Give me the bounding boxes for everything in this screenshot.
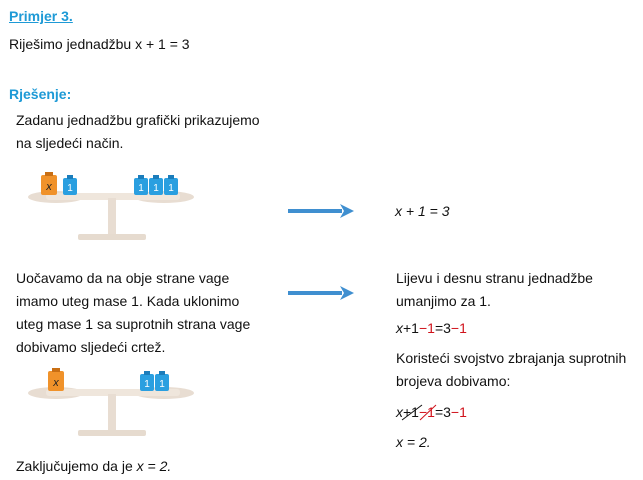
intro-paragraph: Zadanu jednadžbu grafički prikazujemo na… (16, 109, 260, 155)
equation-1: x + 1 = 3 (395, 203, 450, 219)
one-weight-icon: 1 (63, 175, 77, 195)
one-weight-icon: 1 (164, 175, 178, 195)
cancel-stroke-icon (419, 404, 437, 421)
task-equation: x + 1 = 3 (135, 36, 190, 52)
right-text-1: Lijevu i desnu stranu jednadžbe umanjimo… (396, 267, 593, 313)
solution-label: Rješenje: (9, 86, 72, 102)
one-weight-icon: 1 (140, 371, 154, 391)
right-line-3: Koristeći svojstvo zbrajanja suprotnih (396, 350, 627, 366)
scale-1-base (78, 234, 146, 240)
equation-3-cancelled: x+1 −1 =3−1 (396, 404, 467, 421)
scale-1-post (108, 198, 116, 236)
balance-scale-2: x 1 1 (28, 368, 194, 436)
arrow-right-icon (288, 204, 354, 218)
scale-1-weight-label: 1 (138, 183, 144, 194)
one-weight-icon: 1 (134, 175, 148, 195)
conclusion-equation: x = 2. (136, 458, 172, 474)
scale-1-weight-label: 1 (168, 183, 174, 194)
scale-1-weight-label: 1 (67, 183, 73, 194)
explain-line-1: Uočavamo da na obje strane vage (16, 270, 230, 286)
scale-2-base (78, 430, 146, 436)
x-weight-icon: x (48, 368, 64, 391)
scale-1-weight-label: x (45, 181, 52, 193)
explanation-paragraph: Uočavamo da na obje strane vage imamo ut… (16, 267, 250, 359)
one-weight-icon: 1 (149, 175, 163, 195)
scale-2-weight-label: 1 (144, 379, 150, 390)
right-line-2: umanjimo za 1. (396, 293, 491, 309)
explain-line-2: imamo uteg mase 1. Kada uklonimo (16, 293, 240, 309)
intro-line-2: na sljedeći način. (16, 135, 124, 151)
scale-2-weight-label: x (52, 377, 59, 389)
balance-scale-1: x 1 1 1 1 (28, 172, 194, 240)
example-title: Primjer 3. (9, 8, 73, 24)
right-text-2: Koristeći svojstvo zbrajanja suprotnih b… (396, 347, 626, 393)
scale-2-post (108, 394, 116, 432)
conclusion: Zaključujemo da je x = 2. (16, 456, 171, 476)
scale-1-weight-label: 1 (153, 183, 159, 194)
conclusion-prefix: Zaključujemo da je (16, 458, 137, 474)
right-line-1: Lijevu i desnu stranu jednadžbe (396, 270, 593, 286)
arrow-right-icon (288, 286, 354, 300)
task-text: Riješimo jednadžbu x + 1 = 3 (9, 34, 190, 54)
explain-line-4: dobivamo sljedeći crtež. (16, 339, 166, 355)
explain-line-3: uteg mase 1 sa suprotnih strana vage (16, 316, 251, 332)
equation-2: x+1−1=3−1 (396, 320, 467, 336)
task-prefix: Riješimo jednadžbu (9, 36, 136, 52)
scale-2-weight-label: 1 (159, 379, 165, 390)
one-weight-icon: 1 (155, 371, 169, 391)
cancel-stroke-icon (401, 404, 423, 421)
right-line-4: brojeva dobivamo: (396, 373, 511, 389)
equation-4: x = 2. (396, 434, 431, 450)
x-weight-icon: x (41, 172, 57, 195)
intro-line-1: Zadanu jednadžbu grafički prikazujemo (16, 112, 260, 128)
